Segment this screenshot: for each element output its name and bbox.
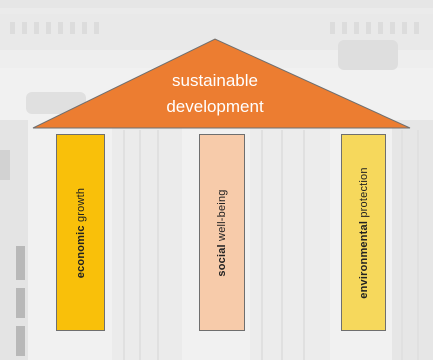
pillar-environmental-bold: environmental bbox=[357, 220, 370, 299]
pillar-social-label: social well-being bbox=[216, 189, 228, 276]
pillar-environmental-protection: environmental protection bbox=[341, 134, 386, 331]
pillar-economic-growth: economic growth bbox=[56, 134, 105, 331]
roof-label-line1: sustainable bbox=[171, 71, 258, 90]
pillar-economic-label: economic growth bbox=[75, 187, 87, 277]
pillar-economic-bold: economic bbox=[74, 224, 87, 278]
pillar-economic-rest: growth bbox=[74, 187, 87, 225]
pillar-social-bold: social bbox=[216, 243, 228, 277]
pillar-environmental-label: environmental protection bbox=[358, 167, 370, 298]
roof-label-line2: development bbox=[166, 97, 264, 116]
roof-triangle bbox=[32, 38, 411, 129]
pillar-social-well-being: social well-being bbox=[199, 134, 245, 331]
pillar-social-rest: well-being bbox=[216, 188, 228, 244]
pillar-environmental-rest: protection bbox=[357, 166, 370, 221]
